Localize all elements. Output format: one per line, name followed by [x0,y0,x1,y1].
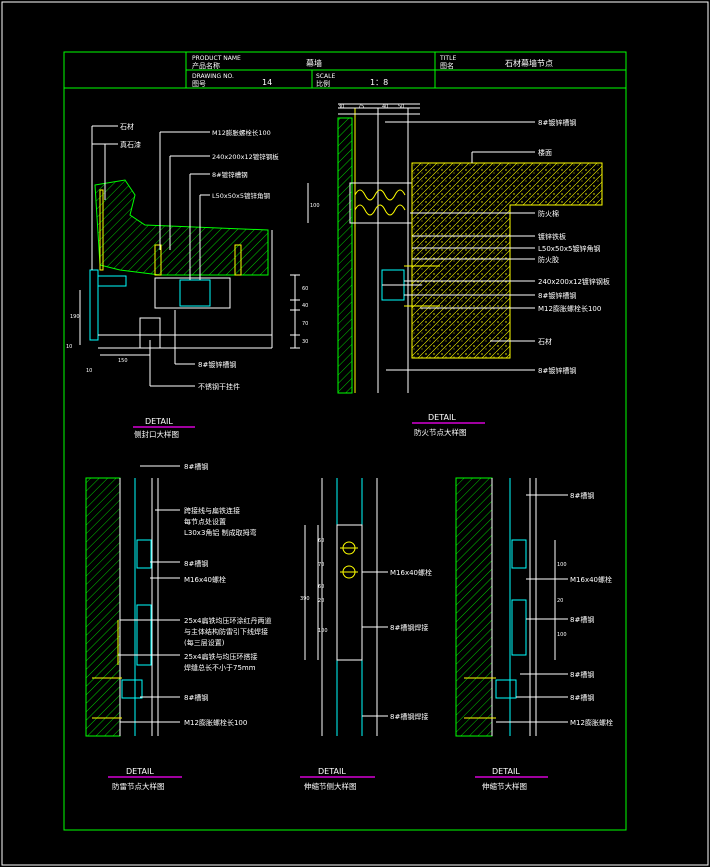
detail4-dim-5: 100 [318,628,328,634]
detail1-label-7: 8#镀锌槽钢 [198,360,236,369]
detail1-label-8: 不锈钢干挂件 [198,382,240,391]
detail3-label-9: (每三层设置) [184,638,225,647]
detail3-label-7: 25x4扁铁均压环涂红丹两道 [184,616,272,625]
detail2-dim-4: 50 [398,104,404,110]
detail3-label-2: 跨接线与扁铁连接 [184,506,240,515]
product-name-cn: 产品名称 [192,61,220,70]
detail4-caption: 伸缩节侧大样图 [304,781,357,791]
detail3-label-1: 8#槽钢 [184,462,208,471]
detail-lightning [85,465,180,737]
detail5-dim-3: 100 [557,632,567,638]
detail-side-closure [79,125,300,387]
detail2-label-7: 240x200x12镀锌钢板 [538,277,610,286]
detail2-label-9: M12膨胀螺栓长100 [538,304,601,313]
detail3-label-11: 焊缝总长不小于75mm [184,663,256,672]
detail2-heading: DETAIL [428,413,456,422]
detail2-label-3: 防火棉 [538,209,559,218]
detail2-dim-3: 40 [382,104,388,110]
scale-cn: 比例 [316,79,330,88]
detail4-dim-2: 70 [318,562,324,568]
detail5-label-4: 8#槽钢 [570,670,594,679]
detail1-dim-2: 40 [302,303,308,309]
detail2-label-8: 8#镀锌槽钢 [538,291,576,300]
detail4-heading: DETAIL [318,767,346,776]
detail3-label-5: 8#槽钢 [184,559,208,568]
detail4-dim-3: 60 [318,584,324,590]
detail-fireproof [307,103,603,394]
detail1-dim-4: 30 [302,339,308,345]
detail1-heading: DETAIL [145,417,173,426]
title-en: TITLE [439,55,456,62]
detail5-caption: 伸缩节大样图 [482,781,527,791]
drawing-no-cn: 图号 [192,80,206,88]
detail2-label-2: 楼面 [538,148,552,157]
detail5-label-6: M12膨胀螺栓 [570,718,613,727]
title-block: PRODUCT NAME 产品名称 幕墙 TITLE 图名 石材幕墙节点 DRA… [63,51,627,89]
detail3-label-3: 每节点处设置 [184,517,226,526]
detail1-label-2: 真石漆 [120,140,141,149]
detail5-label-3: 8#槽钢 [570,615,594,624]
detail2-dim-1: 30 [338,104,344,110]
detail5-label-2: M16x40螺栓 [570,575,612,584]
detail1-dim-6: 150 [118,358,128,364]
detail2-label-5: L50x50x5镀锌角钢 [538,244,600,253]
detail5-heading: DETAIL [492,767,520,776]
detail1-dim-8: 10 [66,344,72,350]
detail1-dim-5: 190 [70,314,80,320]
detail1-label-1: 石材 [120,122,134,131]
detail1-label-6: L50x50x5镀锌角钢 [212,191,270,200]
detail5-label-1: 8#槽钢 [570,491,594,500]
detail4-label-2: 8#槽钢焊接 [390,623,428,632]
detail3-caption: 防雷节点大样图 [112,781,165,791]
detail1-label-4: 240x200x12镀锌钢板 [212,152,279,161]
detail3-label-10: 25x4扁铁与均压环搭接 [184,652,258,661]
detail4-dim-4: 20 [318,598,324,604]
product-name-en: PRODUCT NAME [192,55,241,62]
detail4-label-1: M16x40螺栓 [390,568,432,577]
scale-value: 1：8 [370,78,388,87]
detail3-label-6: M16x40螺栓 [184,575,226,584]
detail1-dim-7: 10 [86,368,92,374]
detail4-label-3: 8#槽钢焊接 [390,712,428,721]
detail1-caption: 侧封口大样图 [134,429,179,439]
detail2-dim-5: 100 [310,203,320,209]
detail1-dim-3: 70 [302,321,308,327]
detail3-heading: DETAIL [126,767,154,776]
detail3-label-13: M12膨胀螺栓长100 [184,718,247,727]
detail2-dim-2: 75 [358,104,364,110]
detail1-label-3: M12膨胀螺栓长100 [212,128,271,137]
detail2-label-11: 8#镀锌槽钢 [538,366,576,375]
detail3-label-12: 8#槽钢 [184,693,208,702]
detail2-caption: 防火节点大样图 [414,427,467,437]
scale-en: SCALE [316,73,335,80]
title-value: 石材幕墙节点 [505,58,553,68]
detail3-label-4: L30x3角铝 制成取拇弯 [184,528,257,537]
detail5-label-5: 8#槽钢 [570,693,594,702]
detail-expansion-side [304,478,388,736]
detail2-label-6: 防火胶 [538,255,559,264]
detail2-label-4: 镀锌铁板 [538,232,566,241]
detail1-label-5: 8#镀锌槽钢 [212,170,248,179]
detail-expansion [455,477,568,737]
detail4-dim-1: 60 [318,538,324,544]
detail5-dim-2: 20 [557,598,563,604]
detail2-label-10: 石材 [538,337,552,346]
title-cn: 图名 [440,61,454,70]
detail4-dim-6: 390 [300,596,310,602]
detail3-label-8: 与主体结构防雷引下线焊接 [184,627,268,636]
detail5-dim-1: 100 [557,562,567,568]
detail1-dim-1: 60 [302,286,308,292]
drawing-no-value: 14 [262,78,272,87]
detail2-label-1: 8#镀锌槽钢 [538,118,576,127]
product-value: 幕墙 [306,58,322,68]
drawing-no-en: DRAWING NO. [192,73,234,80]
